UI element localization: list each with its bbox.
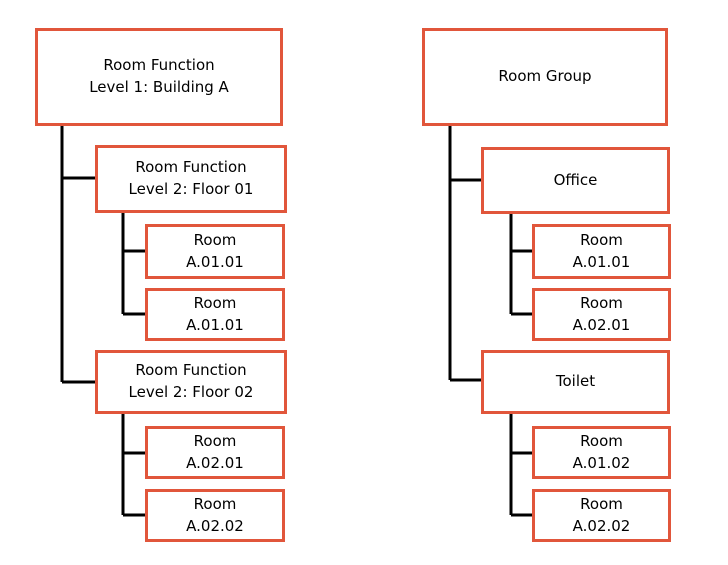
node-label-line: Room [580, 293, 623, 312]
node-label-line: Level 2: Floor 02 [128, 383, 254, 401]
node-label-line: Office [553, 170, 598, 189]
node-label-line: A.02.01 [186, 453, 244, 472]
node-label-line: Toilet [555, 372, 596, 391]
node-label-line: Room [580, 230, 623, 249]
node-label-line: A.01.01 [572, 252, 631, 271]
node-label-line: Room [193, 230, 237, 249]
node-label-line: A.01.02 [572, 453, 631, 472]
node-label-line: Level 2: Floor 01 [128, 180, 254, 198]
node-label-line: Room Function [135, 158, 247, 177]
node-label-line: A.01.01 [186, 252, 244, 271]
node-label-line: Room [580, 431, 623, 450]
node-group-office[interactable]: Office [481, 147, 670, 214]
node-label-line: A.02.02 [186, 516, 244, 535]
node-label-line: A.01.01 [186, 315, 244, 334]
node-label-line: A.02.02 [572, 516, 631, 535]
node-label-line: Room [193, 293, 237, 312]
node-label-line: Room [193, 494, 237, 513]
node-label-line: Room Function [103, 56, 215, 75]
node-label-line: Room Function [135, 361, 247, 380]
node-label-line: Room Group [498, 67, 592, 86]
node-label-line: Room [193, 431, 237, 450]
node-label-line: Room [580, 494, 623, 513]
node-label-line: A.02.01 [572, 315, 631, 334]
node-group-toilet[interactable]: Toilet [481, 350, 670, 414]
node-room-group[interactable]: Room Group [422, 28, 668, 126]
node-label-line: Level 1: Building A [89, 78, 229, 96]
